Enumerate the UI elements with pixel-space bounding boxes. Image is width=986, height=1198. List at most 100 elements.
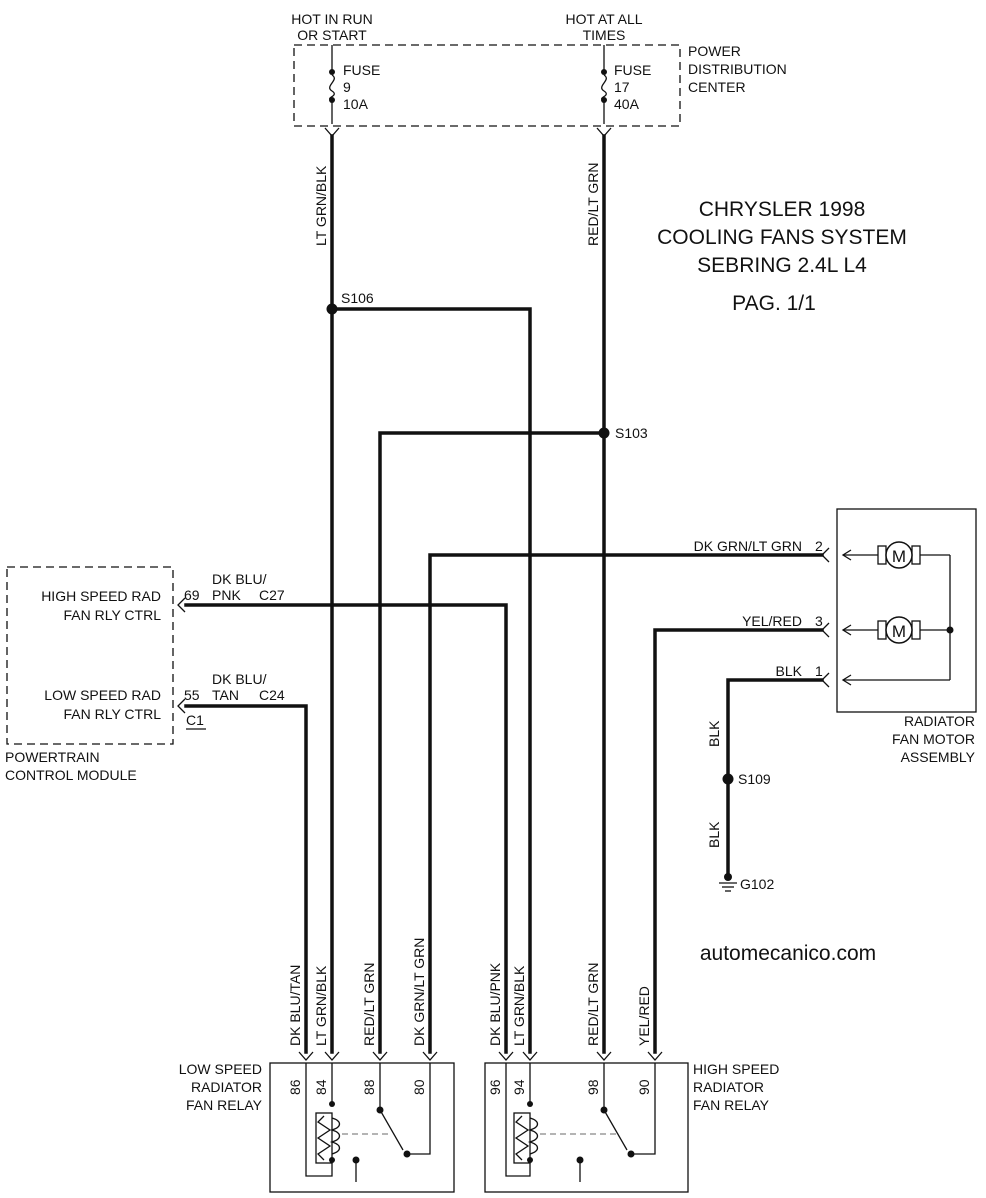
wire-label-blk-motor: BLK <box>776 663 803 679</box>
wire-label-dk-blu-pnk-bottom: DK BLU/PNK <box>487 962 503 1046</box>
pcm-connector-c1: C1 <box>186 712 204 728</box>
low-relay-pin-80: 80 <box>411 1079 427 1095</box>
wire-label-red-lt-grn-low: RED/LT GRN <box>361 963 377 1047</box>
motor-name-1: RADIATOR <box>904 713 975 729</box>
pdc-label-line1: POWER <box>688 43 741 59</box>
high-relay-pin-90-connector <box>647 1051 663 1061</box>
wire-label-dk-blu-pnk-2: PNK <box>212 587 241 603</box>
low-relay-pin-84-connector <box>324 1051 340 1061</box>
page-number: PAG. 1/1 <box>732 292 816 315</box>
low-speed-fan-relay: 86 84 88 80 <box>269 1051 455 1193</box>
motor-name-2: FAN MOTOR <box>892 731 975 747</box>
wire-label-red-lt-grn-high: RED/LT GRN <box>585 963 601 1047</box>
low-relay-pin-88: 88 <box>361 1079 377 1095</box>
wire-label-yel-red: YEL/RED <box>742 613 802 629</box>
wires <box>184 134 824 1054</box>
title-line3: SEBRING 2.4L L4 <box>697 254 867 277</box>
wire-label-lt-grn-blk-low: LT GRN/BLK <box>313 965 329 1046</box>
low-relay-pin-86-connector <box>298 1051 314 1061</box>
motor-pin-1-connector <box>821 672 830 688</box>
ground-label: G102 <box>740 876 774 892</box>
pcm-high-label-2: FAN RLY CTRL <box>63 607 161 623</box>
power-distribution-center: HOT IN RUN OR START HOT AT ALL TIMES POW… <box>291 11 787 137</box>
pcm-low-label-2: FAN RLY CTRL <box>63 706 161 722</box>
pcm-pin-69-connector <box>177 597 186 613</box>
fuse-9-number: 9 <box>343 79 351 95</box>
high-relay-pin-98-connector <box>596 1051 612 1061</box>
wire-label-dk-blu-tan-2: TAN <box>212 687 239 703</box>
splice-s109-label: S109 <box>738 771 771 787</box>
pcm-pin-55-connector <box>177 698 186 714</box>
powertrain-control-module: HIGH SPEED RAD FAN RLY CTRL LOW SPEED RA… <box>5 566 206 783</box>
motor-1-symbol: M <box>892 547 906 566</box>
times-label: TIMES <box>583 27 626 43</box>
ground-g102 <box>719 873 737 892</box>
hot-at-all-label: HOT AT ALL <box>565 11 642 27</box>
fan-motor-2: M <box>877 616 921 644</box>
fan-motor-1: M <box>877 541 921 569</box>
splice-s109-dot <box>722 773 734 785</box>
motor-name-3: ASSEMBLY <box>901 749 976 765</box>
pcm-name-1: POWERTRAIN <box>5 749 100 765</box>
wire-dk-blu-tan <box>184 704 308 1054</box>
pcm-low-label-1: LOW SPEED RAD <box>44 687 161 703</box>
high-relay-pin-96: 96 <box>487 1079 503 1095</box>
motor-pin-3-connector <box>821 622 830 638</box>
high-relay-pin-94: 94 <box>511 1079 527 1095</box>
low-relay-name-1: LOW SPEED <box>179 1061 262 1077</box>
pcm-pin-55: 55 <box>184 687 200 703</box>
pcm-conn-c27: C27 <box>259 587 285 603</box>
high-relay-pin-96-connector <box>498 1051 514 1061</box>
wire-label-lt-grn-blk-high: LT GRN/BLK <box>511 965 527 1046</box>
wire-dk-grn-lt-grn <box>428 553 824 1054</box>
fuse-17-name: FUSE <box>614 62 651 78</box>
high-relay-name-1: HIGH SPEED <box>693 1061 779 1077</box>
wire-red-lt-grn-branch <box>378 431 606 1054</box>
radiator-fan-motor-assembly: 2 3 1 M M <box>815 508 977 713</box>
wire-blk <box>726 678 824 876</box>
high-relay-pin-90: 90 <box>636 1079 652 1095</box>
pdc-label-line2: DISTRIBUTION <box>688 61 787 77</box>
pcm-pin-69: 69 <box>184 587 200 603</box>
diagram-title: CHRYSLER 1998 COOLING FANS SYSTEM SEBRIN… <box>657 198 907 315</box>
fuse-9-rating: 10A <box>343 96 369 112</box>
hot-in-run-label: HOT IN RUN <box>291 11 372 27</box>
wire-label-lt-grn-blk-top: LT GRN/BLK <box>313 165 329 246</box>
fuse-9-symbol <box>329 45 335 124</box>
wire-label-yel-red-high: YEL/RED <box>636 986 652 1046</box>
fuse-9-name: FUSE <box>343 62 380 78</box>
wire-label-dk-grn-lt-grn-low: DK GRN/LT GRN <box>411 938 427 1046</box>
motor-pin-2: 2 <box>815 538 823 554</box>
splice-s106-dot <box>326 303 338 315</box>
wire-label-dk-blu-tan-1: DK BLU/ <box>212 671 267 687</box>
motor-pin-1: 1 <box>815 663 823 679</box>
pcm-name-2: CONTROL MODULE <box>5 767 137 783</box>
pcm-high-label-1: HIGH SPEED RAD <box>41 588 161 604</box>
watermark: automecanico.com <box>700 942 876 965</box>
wire-label-dk-blu-pnk-1: DK BLU/ <box>212 571 267 587</box>
low-relay-pin-84: 84 <box>313 1079 329 1095</box>
splice-s103-dot <box>598 427 610 439</box>
high-relay-pin-98: 98 <box>585 1079 601 1095</box>
pdc-label-line3: CENTER <box>688 79 746 95</box>
splice-s106-label: S106 <box>341 290 374 306</box>
high-relay-name-2: RADIATOR <box>693 1079 764 1095</box>
low-relay-name-2: RADIATOR <box>191 1079 262 1095</box>
pcm-conn-c24: C24 <box>259 687 285 703</box>
title-line1: CHRYSLER 1998 <box>699 198 866 221</box>
wire-label-blk-lower: BLK <box>706 821 722 848</box>
high-relay-pin-94-connector <box>522 1051 538 1061</box>
fuse-17-symbol <box>601 45 607 124</box>
fuse-17-number: 17 <box>614 79 630 95</box>
fuse-17-rating: 40A <box>614 96 640 112</box>
high-relay-name-3: FAN RELAY <box>693 1097 770 1113</box>
wire-label-dk-blu-tan-bottom: DK BLU/TAN <box>287 965 303 1046</box>
wire-label-red-lt-grn-top: RED/LT GRN <box>585 163 601 247</box>
title-line2: COOLING FANS SYSTEM <box>657 226 907 249</box>
high-speed-fan-relay: 96 94 98 90 <box>484 1051 689 1193</box>
wire-yel-red <box>653 628 824 1054</box>
motor-pin-2-connector <box>821 547 830 563</box>
low-relay-pin-88-connector <box>372 1051 388 1061</box>
low-relay-pin-86: 86 <box>287 1079 303 1095</box>
